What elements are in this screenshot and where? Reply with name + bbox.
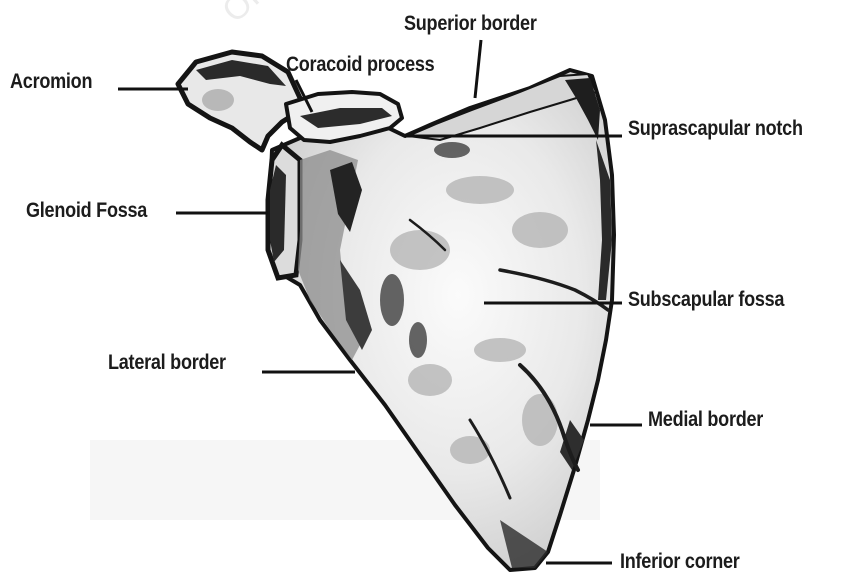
leader-coracoid-process xyxy=(294,79,314,113)
label-inferior-corner: Inferior corner xyxy=(620,550,740,573)
medial-lower-shadow xyxy=(560,420,584,470)
label-coracoid-process: Coracoid process xyxy=(286,53,435,76)
medial-shading xyxy=(596,140,612,300)
glenoid-shadow xyxy=(270,165,286,262)
label-superior-border: Superior border xyxy=(404,12,537,35)
leader-lines xyxy=(118,39,642,565)
label-suprascapular-notch: Suprascapular notch xyxy=(628,117,803,140)
coracoid-shadow xyxy=(300,108,392,128)
acromion-highlight xyxy=(202,89,234,111)
neck-shadow xyxy=(330,162,362,232)
label-subscapular-fossa: Subscapular fossa xyxy=(628,288,785,311)
acromion-shadow xyxy=(196,60,286,86)
label-acromion: Acromion xyxy=(10,70,93,93)
lateral-shadow xyxy=(340,260,372,350)
label-medial-border: Medial border xyxy=(648,408,764,431)
fossa-dark-spots xyxy=(380,142,470,358)
inferior-corner-shading xyxy=(500,520,548,568)
leader-superior-border xyxy=(473,39,483,99)
label-lateral-border: Lateral border xyxy=(108,351,226,374)
superior-angle-shadow xyxy=(565,78,600,140)
label-glenoid-fossa: Glenoid Fossa xyxy=(26,199,148,222)
superior-border-ridge xyxy=(404,72,598,142)
